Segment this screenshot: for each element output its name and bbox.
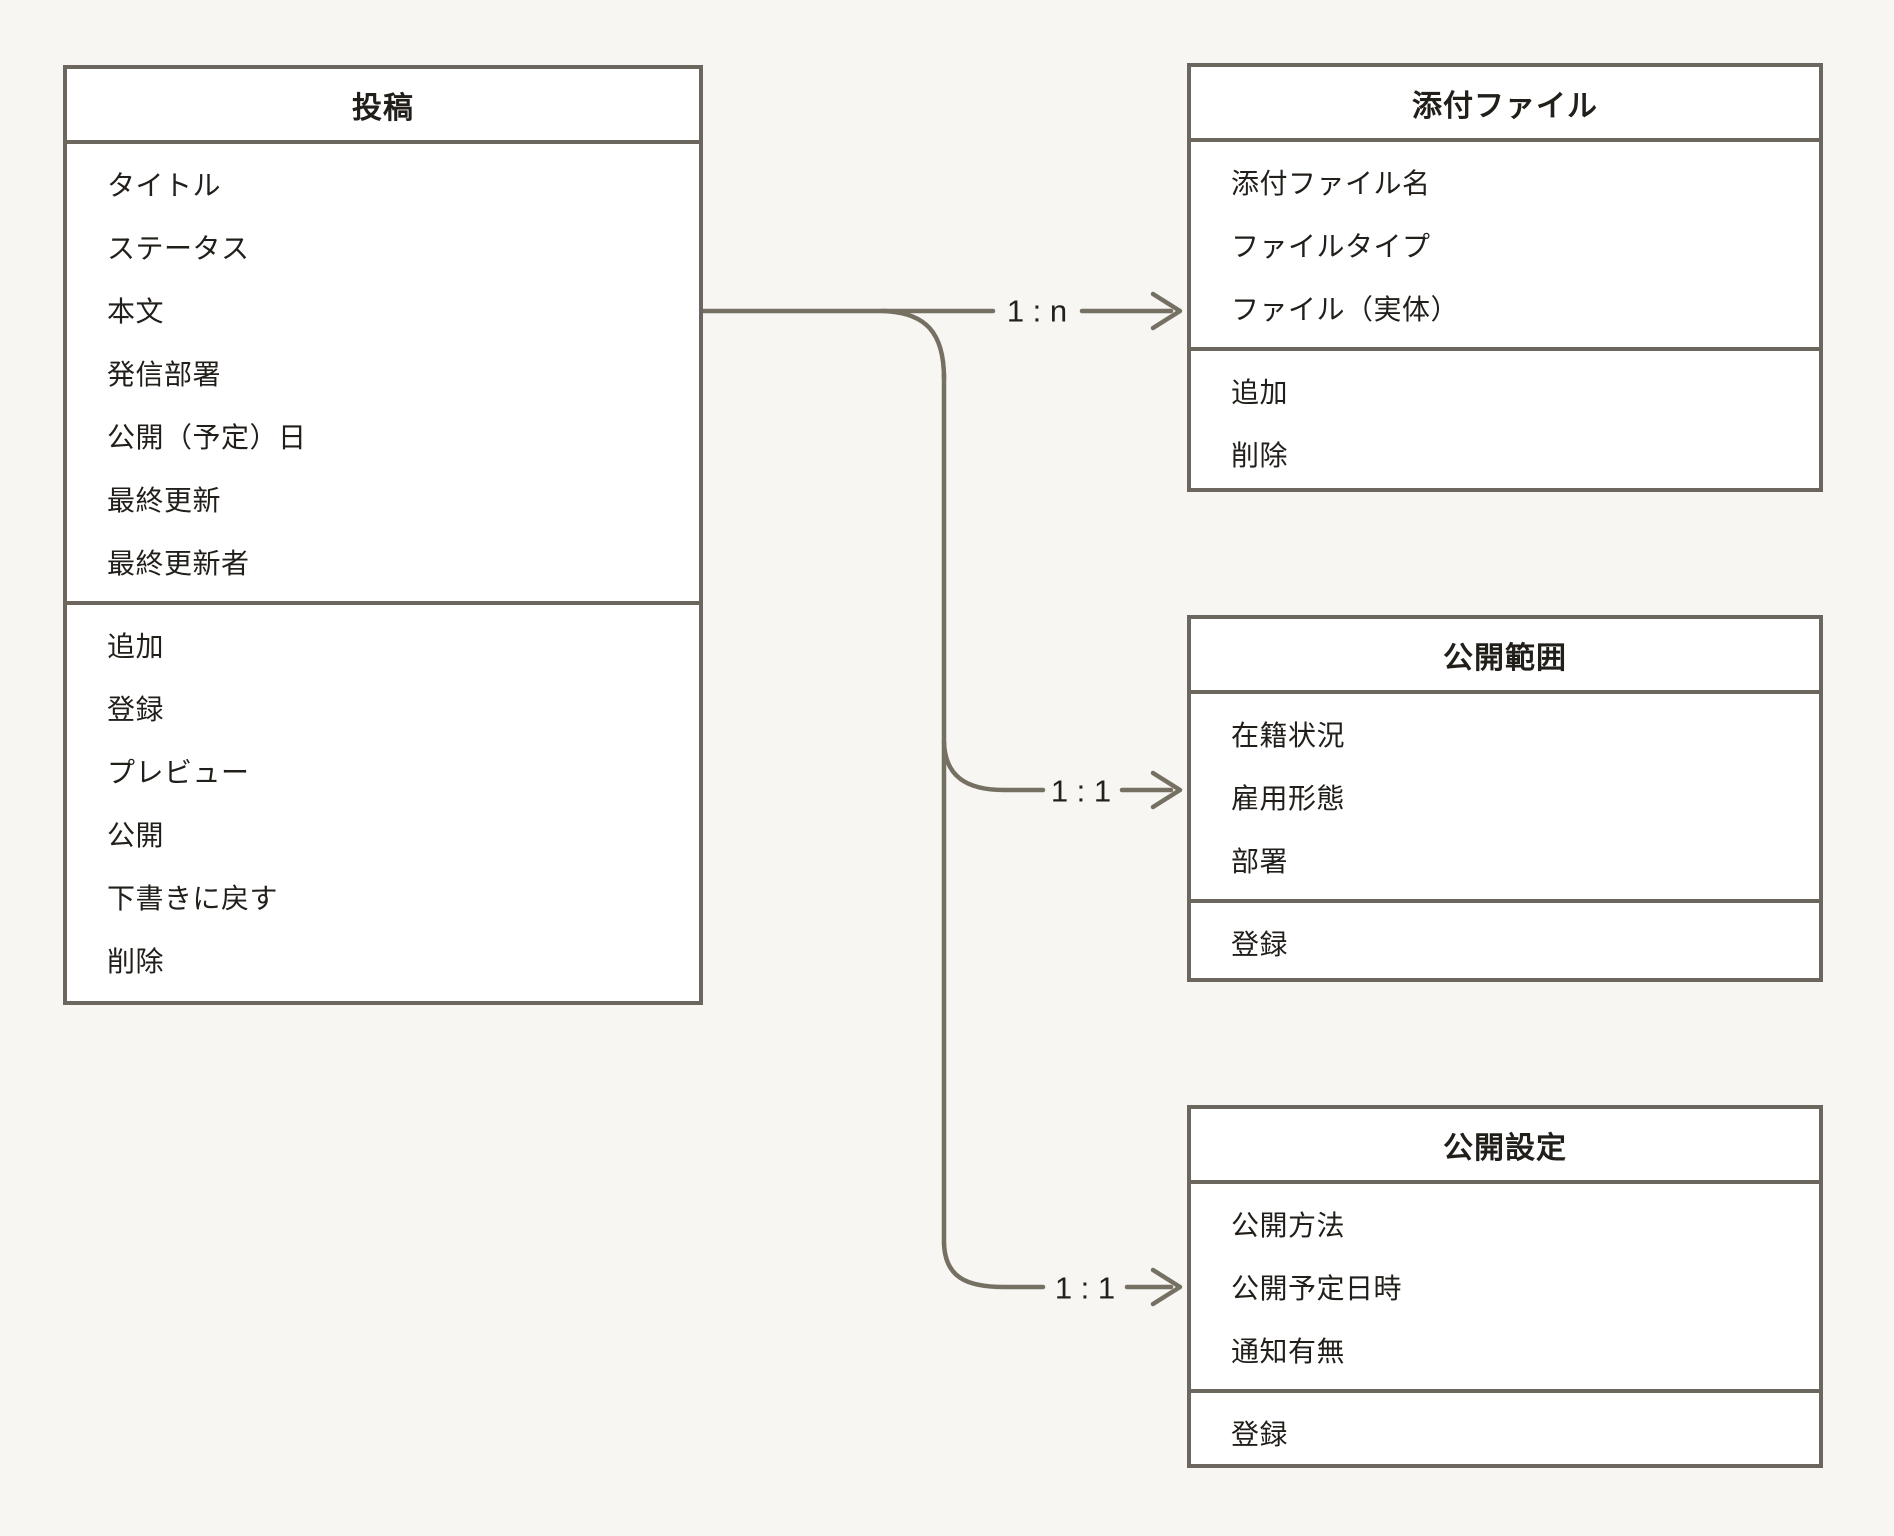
- attribute-row: 雇用形態: [1231, 782, 1346, 814]
- attribute-row: 在籍状況: [1231, 719, 1346, 751]
- attribute-row: 公開（予定）日: [107, 421, 307, 453]
- action-row: 削除: [107, 945, 165, 977]
- action-row: プレビュー: [107, 756, 250, 788]
- attribute-row: 最終更新者: [107, 547, 250, 579]
- attribute-row: ファイルタイプ: [1231, 230, 1431, 262]
- action-row: 追加: [1231, 376, 1289, 408]
- arrowhead-icon: [1150, 291, 1183, 331]
- attribute-section: 添付ファイル名 ファイルタイプ ファイル（実体）: [1191, 142, 1819, 351]
- connector-curve: [941, 739, 1046, 793]
- action-row: 下書きに戻す: [107, 882, 279, 914]
- entity-scope: 公開範囲 在籍状況 雇用形態 部署 登録: [1187, 615, 1823, 982]
- attribute-row: ファイル（実体）: [1231, 293, 1460, 325]
- action-section: 追加 削除: [1191, 351, 1819, 493]
- connector-curve: [941, 1240, 1046, 1290]
- attribute-row: 発信部署: [107, 358, 222, 390]
- action-section: 登録: [1191, 1393, 1819, 1472]
- cardinality-label: 1 : 1: [1051, 774, 1111, 809]
- entity-title: 添付ファイル: [1191, 67, 1819, 142]
- cardinality-label: 1 : 1: [1055, 1271, 1115, 1306]
- action-row: 登録: [1231, 928, 1289, 960]
- action-row: 登録: [1231, 1418, 1289, 1450]
- action-row: 削除: [1231, 439, 1289, 471]
- arrowhead-icon: [1150, 1267, 1183, 1307]
- attribute-section: 在籍状況 雇用形態 部署: [1191, 694, 1819, 903]
- attribute-row: 通知有無: [1231, 1335, 1346, 1367]
- attribute-row: 部署: [1231, 845, 1289, 877]
- attribute-section: タイトル ステータス 本文 発信部署 公開（予定）日 最終更新 最終更新者: [67, 144, 699, 605]
- action-row: 登録: [107, 693, 165, 725]
- attribute-row: 公開予定日時: [1231, 1272, 1403, 1304]
- attribute-row: 添付ファイル名: [1231, 167, 1431, 199]
- connector-curve: [879, 308, 947, 381]
- attribute-section: 公開方法 公開予定日時 通知有無: [1191, 1184, 1819, 1393]
- action-row: 公開: [107, 819, 165, 851]
- action-section: 追加 登録 プレビュー 公開 下書きに戻す 削除: [67, 605, 699, 999]
- attribute-row: 公開方法: [1231, 1209, 1346, 1241]
- entity-title: 投稿: [67, 69, 699, 144]
- entity-attachment: 添付ファイル 添付ファイル名 ファイルタイプ ファイル（実体） 追加 削除: [1187, 63, 1823, 492]
- attribute-row: タイトル: [107, 169, 222, 201]
- attribute-row: 本文: [107, 295, 165, 327]
- attribute-row: ステータス: [107, 232, 250, 264]
- action-row: 追加: [107, 630, 165, 662]
- entity-title: 公開設定: [1191, 1109, 1819, 1184]
- entity-post: 投稿 タイトル ステータス 本文 発信部署 公開（予定）日 最終更新 最終更新者…: [63, 65, 703, 1005]
- entity-title: 公開範囲: [1191, 619, 1819, 694]
- arrowhead-icon: [1150, 770, 1183, 810]
- cardinality-label: 1 : n: [1007, 294, 1067, 329]
- entity-settings: 公開設定 公開方法 公開予定日時 通知有無 登録: [1187, 1105, 1823, 1468]
- action-section: 登録: [1191, 903, 1819, 982]
- attribute-row: 最終更新: [107, 484, 222, 516]
